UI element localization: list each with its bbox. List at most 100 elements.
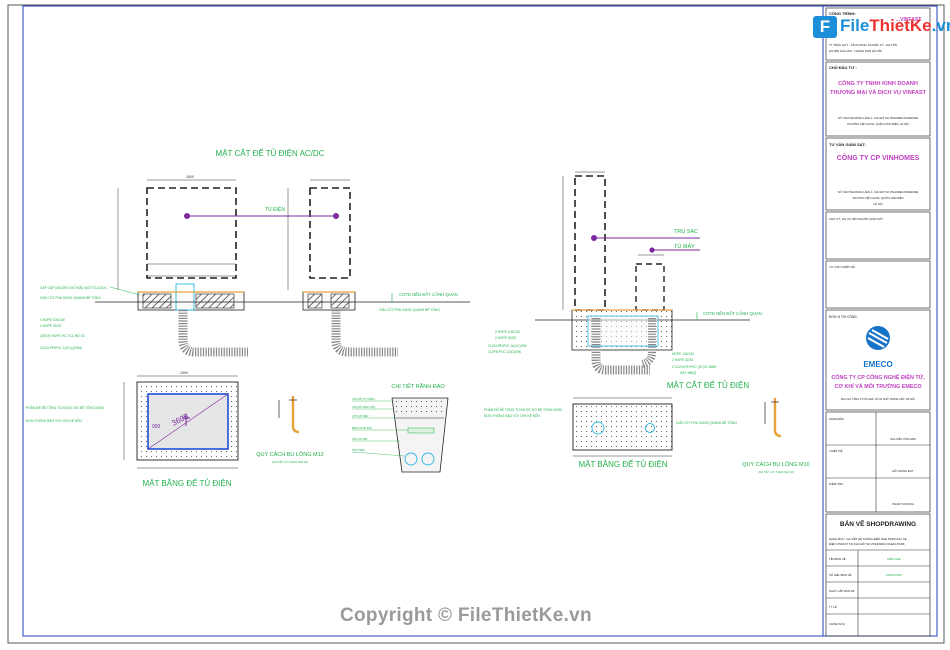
bolt-m10: QUY CÁCH BU LÔNG M10 (CHI TIẾT LẤY THEO … bbox=[742, 398, 810, 474]
pipe-note-1: 4 HDPE 105/130 bbox=[40, 318, 65, 322]
right-pipe-4: CU/PE/PVC 1(3C)X95 bbox=[488, 350, 521, 354]
supervisor-heading: TƯ VẤN GIÁM SÁT: bbox=[829, 142, 866, 147]
plan-right-note-1: PHẦN ĐẾ BÊ TÔNG TỦ ĐƯỢC ĐỔ BÊ TÔNG M250 bbox=[484, 407, 562, 412]
bolt-m12-sub: (CHI TIẾT LẤY THEO NHÀ SX) bbox=[272, 459, 308, 464]
plan-right-pipe-b bbox=[645, 423, 655, 433]
bolt-m10-title: QUY CÁCH BU LÔNG M10 bbox=[742, 461, 809, 468]
contractor-brand: EMECO bbox=[863, 360, 892, 369]
plinth-left-hatch-a bbox=[142, 293, 172, 309]
project-address-2: HUYỆN GIA LÂM - THÀNH PHỐ HÀ NỘI bbox=[829, 48, 882, 53]
note-cable: CÁP CÁP NGUỒN CHỜ ĐẦU NỐI TỦ AC/DC bbox=[40, 285, 108, 290]
section-acdc: MẶT CẮT ĐẾ TỦ ĐIỆN AC/DC 1800 TỦ ĐIỆN bbox=[40, 148, 470, 357]
investor-address-2: PHƯỜNG VIỆT HƯNG, QUẬN LONG BIÊN, HÀ NỘI bbox=[847, 121, 909, 126]
plan-right: PHẦN ĐẾ BÊ TÔNG TỦ ĐƯỢC ĐỔ BÊ TÔNG M250 … bbox=[484, 397, 737, 469]
pipe-note-2: 2 HDPE 32/25 bbox=[40, 324, 61, 328]
pipe-note-3: 2(XXX) HDPE HC-TC1 MŨ SX bbox=[40, 333, 86, 338]
post-label-1: TRỤ SẠC bbox=[674, 229, 698, 235]
dim-top-left: 1800 bbox=[186, 175, 194, 179]
design-consult-label: TƯ VẤN THIẾT KẾ: bbox=[829, 264, 856, 269]
person-manager: NGUYỄN VĂN NAM bbox=[890, 436, 916, 441]
drawing-desc-1: HẠNG MỤC: CHI TIẾT HỆ THỐNG ĐIỆN NHẸ TRẠ… bbox=[829, 536, 907, 541]
row-4-label: TỶ LỆ bbox=[829, 604, 837, 609]
plan-right-note-2: ĐƠN THÔNG BÁO VỚI 10% KÊ NỀN bbox=[484, 413, 540, 418]
charging-post-outline bbox=[574, 175, 606, 311]
logo-file-badge: F bbox=[813, 16, 837, 38]
person-checker: PHẠM THƯƠNG bbox=[892, 502, 914, 506]
trench-warning-tape bbox=[407, 427, 435, 434]
right-pipe-2: 2 HDPE 32/25 bbox=[495, 336, 516, 340]
supervisor-address-1: SỐ 7 ĐƯỜNG BẰNG LĂNG 1, KHU ĐÔ THỊ VINHO… bbox=[838, 189, 919, 194]
cabinet-label: TỦ ĐIỆN bbox=[265, 205, 285, 213]
supervisor-name: CÔNG TY CP VINHOMES bbox=[837, 153, 920, 162]
project-name: ...VINFAST bbox=[896, 17, 921, 23]
logo-suffix: .vn bbox=[931, 16, 950, 35]
contractor-address: ĐỊA CHỈ: TẦNG 6 TÒA NHÀ, SỐ 22 PHỐ TRUNG… bbox=[841, 396, 915, 401]
title-block: CÔNG TRÌNH: ...VINFAST TT TRÂU QUỲ - XÃ … bbox=[822, 6, 931, 637]
right-pipe-3: CU/XLPE/PVC 4x(1C)X95 bbox=[488, 344, 527, 348]
cabinet-small-dot bbox=[649, 247, 655, 253]
bolt-m12-shape bbox=[291, 396, 300, 434]
pipe-note-4: CU/XLPE/PVC 1(3C)x(3.5M) bbox=[40, 346, 82, 350]
post-label-2: TỦ MÁY bbox=[674, 243, 695, 250]
trench-layer-2: LỚP ĐẤT ĐẦM CHẶT bbox=[352, 406, 376, 409]
inner-frame bbox=[22, 5, 938, 637]
filethietke-logo: F FileThietKe.vn bbox=[813, 14, 950, 42]
section-post-title: MẶT CẮT ĐẾ TỦ ĐIỆN bbox=[667, 380, 749, 390]
bolt-m10-sub: (CHI TIẾT LẤY THEO NHÀ SX) bbox=[758, 469, 794, 474]
small-cabinet-outline bbox=[635, 263, 665, 311]
cabinet-right bbox=[309, 187, 351, 279]
contractor-name-1: CÔNG TY CP CÔNG NGHỆ ĐIỆN TỬ, bbox=[831, 373, 925, 381]
post-flex-pipe-2 bbox=[640, 318, 656, 368]
trench-layer-4: BĂNG CẢNH BÁO bbox=[352, 427, 372, 430]
section-acdc-title: MẶT CẮT ĐẾ TỦ ĐIỆN AC/DC bbox=[216, 148, 325, 158]
investor-heading: CHỦ ĐẦU TƯ : bbox=[829, 65, 857, 70]
trench-outline bbox=[391, 397, 449, 473]
copyright-watermark: Copyright © FileThietKe.vn bbox=[340, 605, 592, 626]
bolt-m12: QUY CÁCH BU LÔNG M12 (CHI TIẾT LẤY THEO … bbox=[256, 396, 324, 464]
plinth-right-hatch-b bbox=[330, 293, 350, 309]
post-dot bbox=[591, 235, 597, 241]
trench-detail: CHI TIẾT RÃNH ĐÀO LỚP ĐẤT TỰ NHIÊN LỚP Đ… bbox=[351, 383, 449, 473]
bolt-m12-title: QUY CÁCH BU LÔNG M12 bbox=[256, 451, 323, 458]
plinth-right-hatch bbox=[307, 293, 323, 309]
project-heading: CÔNG TRÌNH: bbox=[829, 11, 856, 16]
ground-level-left: COTE NỀN ĐẤT CẢNH QUAN bbox=[399, 292, 458, 297]
trench-layer-1: LỚP ĐẤT TỰ NHIÊN bbox=[352, 398, 375, 401]
supervisor-address-3: HÀ NỘI bbox=[874, 201, 883, 206]
plinth-left-hatch-b bbox=[195, 293, 235, 309]
emeco-logo-stripes bbox=[867, 329, 889, 348]
trench-title: CHI TIẾT RÃNH ĐÀO bbox=[391, 383, 445, 390]
right-pipe-5: HDPE 105/130 bbox=[672, 352, 694, 356]
plan-right-note-3: GIẢI CỐT PHA XUNG QUANH BÊ TÔNG bbox=[676, 420, 737, 425]
trench-layer-6: ỐNG HDPE bbox=[352, 449, 365, 452]
project-address-1: TT TRÂU QUỲ - XÃ DƯƠNG XÁ-KIÊU KỴ - ĐA T… bbox=[829, 42, 897, 47]
plan-right-title: MẶT BẰNG ĐẾ TỦ ĐIỆN bbox=[578, 459, 667, 469]
trench-layer-3: LỚP CÁT ĐỆM bbox=[352, 415, 368, 418]
row-1-value: ĐIỆN NHẸ bbox=[887, 556, 900, 561]
note-bolt: GIẢI CỐT PHA XUNG QUANH BÊ TÔNG bbox=[40, 295, 101, 300]
role-designer: THIẾT KẾ bbox=[829, 448, 842, 453]
plan-left-side-dim: 900 bbox=[152, 424, 161, 430]
plan-right-slab bbox=[572, 403, 673, 451]
cabinet-left bbox=[146, 187, 237, 279]
section-post: TRỤ SẠC TỦ MÁY COTE NỀN ĐẤT CẢNH QUAN 2 … bbox=[488, 171, 762, 390]
drawing-type: BẢN VẼ SHOPDRAWING bbox=[840, 519, 916, 528]
plan-right-pipe-a bbox=[591, 421, 605, 435]
row-1-label: TÊN BẢN VẼ bbox=[829, 556, 846, 561]
bolt-m10-shape bbox=[773, 398, 782, 438]
row-5-label: CHỈNH SỬA bbox=[829, 621, 845, 626]
flex-pipe-right bbox=[331, 310, 398, 357]
trench-topsoil bbox=[394, 400, 446, 416]
cabinet-dot-right bbox=[333, 213, 339, 219]
plan-left-dim: 1500 bbox=[180, 371, 188, 375]
right-pipe-6: 2 HDPE 32/25 bbox=[672, 358, 693, 362]
note-bolt-mid: GIẢI CỐT PHA XUNG QUANH BÊ TÔNG bbox=[379, 307, 440, 312]
logo-main: ThietKe bbox=[869, 16, 932, 35]
plan-left-title: MẶT BẰNG ĐẾ TỦ ĐIỆN bbox=[142, 478, 231, 488]
flex-pipe-left bbox=[178, 310, 248, 357]
trench-pipe-left bbox=[404, 452, 418, 466]
cabinet-dot-left bbox=[184, 213, 190, 219]
plan-left-note-1: PHẦN ĐỂ BÊ TÔNG TỦ ĐƯỢC ĐỔ BÊ TÔNG M250 bbox=[26, 405, 104, 410]
investor-address-1: SỐ 7 ĐƯỜNG BẰNG LĂNG 1, KHU ĐÔ THỊ VINHO… bbox=[838, 115, 919, 120]
